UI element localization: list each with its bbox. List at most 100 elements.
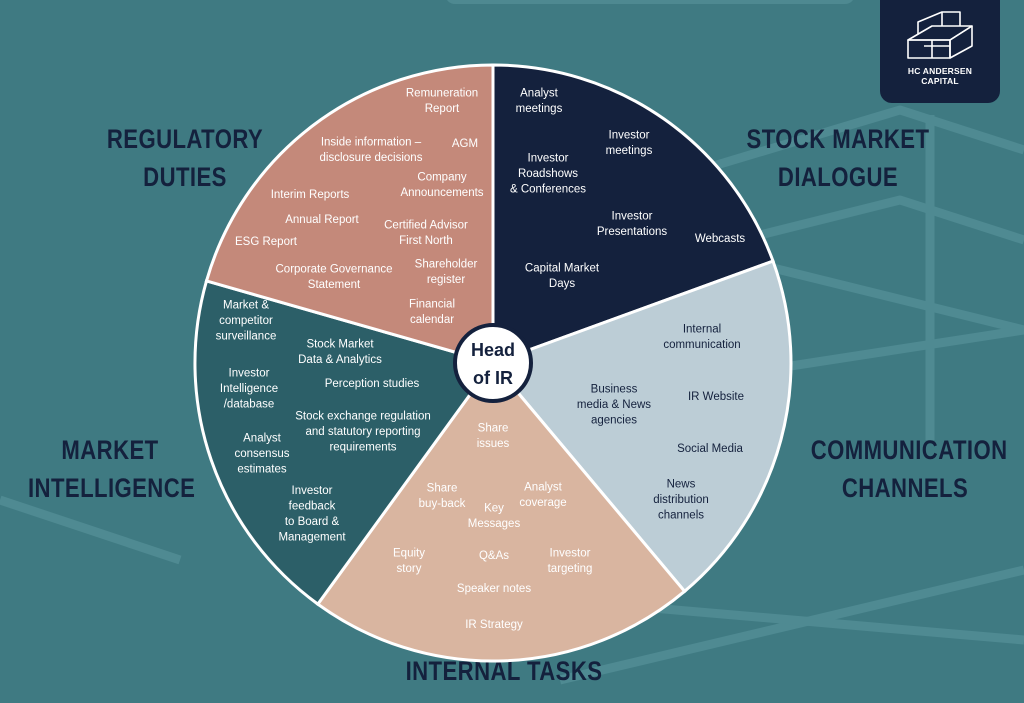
segment-item-line: surveillance: [216, 331, 277, 343]
segment-item-line: Share: [427, 482, 458, 494]
hc-andersen-logo: HC ANDERSEN CAPITAL: [880, 0, 1000, 103]
segment-item-line: Report: [425, 103, 460, 115]
segment-item-line: Capital Market: [525, 262, 600, 274]
segment-item-market-intel: Analyst consensus estimates: [235, 433, 290, 476]
segment-item-line: Messages: [468, 518, 521, 530]
segment-item-line: Q&As: [479, 550, 509, 562]
segment-item-line: Social Media: [677, 443, 743, 455]
segment-item-internal: Q&As: [479, 550, 509, 562]
segment-item-line: Company: [417, 171, 466, 183]
segment-item-line: Investor: [609, 129, 650, 141]
category-label-line: DUTIES: [143, 162, 227, 192]
segment-item-line: meetings: [516, 103, 563, 115]
segment-item-line: Management: [278, 531, 346, 543]
segment-item-line: consensus: [235, 448, 290, 460]
segment-item-line: register: [427, 274, 466, 286]
segment-item-line: Remuneration: [406, 87, 478, 99]
segment-item-line: Corporate Governance: [276, 263, 393, 275]
segment-item-line: buy-back: [419, 498, 466, 510]
segment-item-line: channels: [658, 510, 704, 522]
segment-item-line: Data & Analytics: [298, 354, 382, 366]
segment-item-line: Investor: [550, 547, 591, 559]
segment-item-line: competitor: [219, 315, 273, 327]
segment-item-line: Stock exchange regulation: [295, 411, 431, 423]
segment-item-line: estimates: [237, 464, 286, 476]
building-logo-icon: [907, 11, 973, 59]
segment-item-line: Business: [591, 384, 638, 396]
segment-item-line: Internal: [683, 323, 721, 335]
segment-item-line: feedback: [289, 500, 336, 512]
category-label-line: INTELLIGENCE: [28, 473, 196, 503]
segment-item-line: First North: [399, 235, 453, 247]
segment-item-line: Investor: [292, 485, 333, 497]
segment-item-line: Financial: [409, 298, 455, 310]
segment-item-line: Certified Advisor: [384, 219, 468, 231]
segment-item-line: story: [397, 563, 422, 575]
segment-item-line: meetings: [606, 145, 653, 157]
segment-item-communication: Social Media: [677, 443, 743, 455]
segment-item-line: Intelligence: [220, 383, 278, 395]
slice-stock-market: [491, 63, 775, 366]
segment-item-line: Webcasts: [695, 233, 746, 245]
segment-item-regulatory: ESG Report: [235, 236, 298, 248]
segment-item-line: and statutory reporting: [305, 426, 420, 438]
category-label-line: CHANNELS: [841, 473, 969, 503]
segment-item-line: & Conferences: [510, 184, 586, 196]
segment-item-regulatory: Inside information –disclosure decisions: [320, 136, 423, 164]
category-stock-market-dialogue: STOCK MARKET DIALOGUE: [741, 120, 935, 196]
segment-item-regulatory: Interim Reports: [271, 189, 350, 201]
segment-item-line: Analyst: [243, 433, 282, 445]
slice-regulatory: [204, 63, 495, 365]
category-label-line: COMMUNICATION: [810, 435, 1008, 465]
segment-item-line: Stock Market: [306, 338, 374, 350]
segment-item-line: AGM: [452, 138, 478, 150]
segment-item-line: Days: [549, 278, 575, 290]
segment-item-market-intel: Perception studies: [325, 378, 420, 390]
logo-line-1: HC ANDERSEN: [907, 66, 973, 76]
segment-item-line: Statement: [308, 279, 361, 291]
segment-item-internal: Equity story: [393, 547, 425, 575]
segment-item-internal: IR Strategy: [465, 619, 523, 631]
segment-item-line: agencies: [591, 415, 637, 427]
segment-item-market-intel: Stock exchange regulation and statutory r…: [295, 411, 431, 454]
center-label-line-1: Head: [471, 340, 515, 360]
category-label-line: MARKET: [61, 435, 159, 465]
segment-item-internal: Share buy-back: [419, 482, 466, 510]
segment-item-stock-market: Investor meetings: [606, 129, 653, 157]
segment-item-line: Analyst: [524, 481, 563, 493]
segment-item-line: Presentations: [597, 226, 668, 238]
slice-internal: [315, 360, 687, 663]
segment-item-line: Speaker notes: [457, 583, 531, 595]
top-banner-strip: [445, 0, 855, 4]
segment-item-regulatory: AGM: [452, 138, 478, 150]
segment-item-line: Annual Report: [285, 214, 359, 226]
segment-item-line: requirements: [329, 442, 396, 454]
segment-item-line: Key: [484, 502, 504, 514]
segment-item-line: News: [667, 479, 696, 491]
segment-item-line: calendar: [410, 314, 454, 326]
segment-item-line: disclosure decisions: [320, 152, 423, 164]
slice-market-intel: [193, 279, 496, 607]
segment-item-line: Share: [478, 422, 509, 434]
segment-item-communication: IR Website: [688, 391, 744, 403]
segment-item-internal: Speaker notes: [457, 583, 531, 595]
segment-item-line: Equity: [393, 547, 425, 559]
category-communication-channels: COMMUNICATION CHANNELS: [810, 431, 1008, 507]
